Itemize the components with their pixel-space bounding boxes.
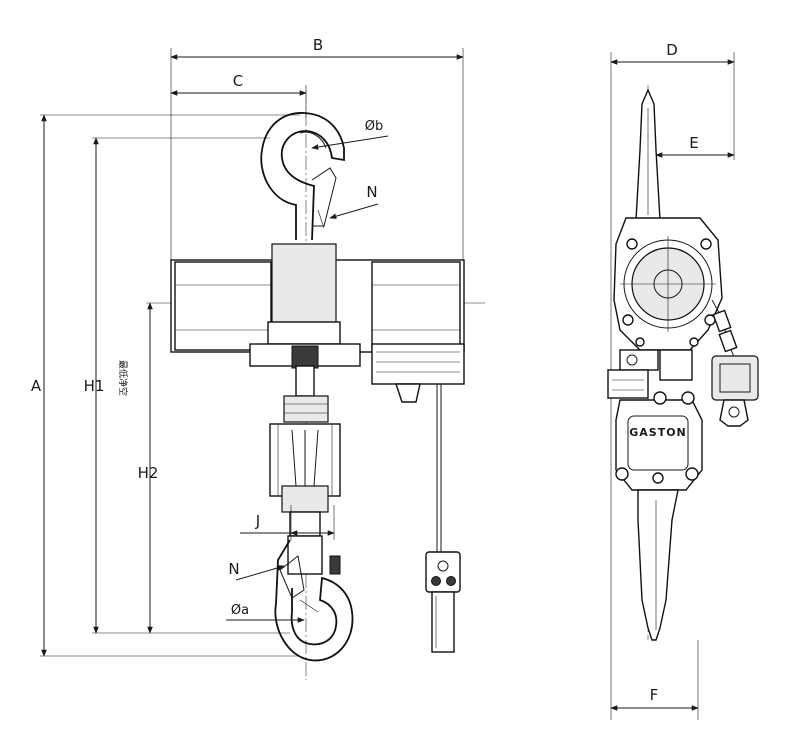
side-lower-body: GASTON bbox=[615, 391, 703, 491]
control-valve bbox=[371, 343, 465, 552]
pendant-control bbox=[425, 551, 461, 653]
dim-label-phi-a: Øa bbox=[231, 603, 249, 618]
dim-label-e: E bbox=[689, 134, 698, 152]
motor-body bbox=[170, 243, 465, 369]
dim-label-c: C bbox=[233, 72, 243, 90]
side-view: GASTON D E F bbox=[607, 41, 759, 720]
side-bottom-hook bbox=[637, 489, 679, 641]
dim-label-b: B bbox=[313, 36, 323, 54]
dim-label-d: D bbox=[666, 41, 678, 59]
bottom-hook bbox=[274, 535, 354, 662]
dim-label-j: J bbox=[255, 512, 260, 530]
chain-section bbox=[269, 365, 341, 537]
dim-label-phi-b: Øb bbox=[365, 119, 383, 134]
dim-label-h2: H2 bbox=[138, 464, 159, 482]
dim-label-n-top: N bbox=[366, 183, 377, 201]
dim-label-f: F bbox=[650, 686, 659, 704]
side-gear-housing bbox=[613, 217, 723, 351]
dim-label-n-bottom: N bbox=[228, 560, 239, 578]
top-hook bbox=[260, 112, 345, 241]
dim-label-h1: H1 bbox=[84, 377, 105, 395]
brand-label: GASTON bbox=[629, 426, 687, 439]
dim-label-a: A bbox=[31, 377, 42, 395]
side-link bbox=[607, 349, 693, 399]
front-view: B C A H1 最低净空 H2 J Øb N N Øa bbox=[31, 36, 485, 680]
h1-annotation: 最低净空 bbox=[117, 360, 129, 396]
side-chain bbox=[711, 299, 759, 427]
